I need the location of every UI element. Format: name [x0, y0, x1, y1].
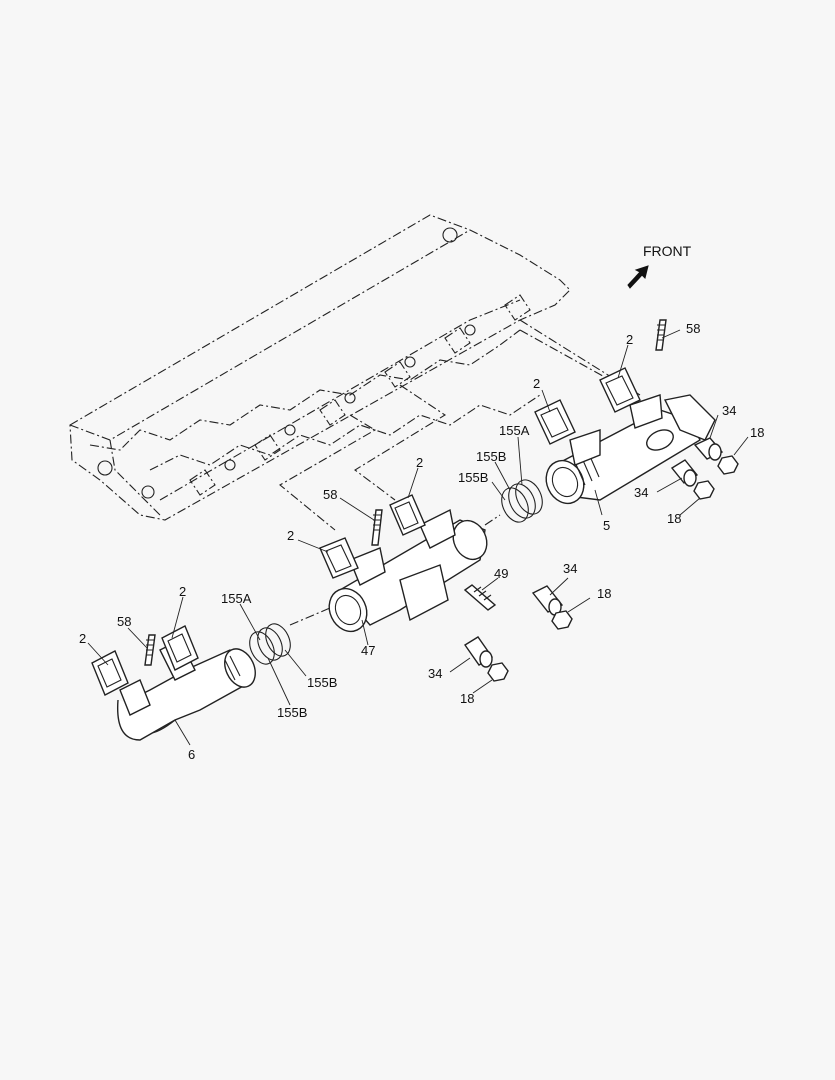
- callout-34-rear-a: 34: [722, 403, 736, 418]
- stud-58-top: [655, 319, 667, 351]
- callout-34-mid-a: 34: [563, 561, 577, 576]
- callout-155a-rear: 155A: [499, 423, 530, 438]
- stud-58-mid: [371, 509, 383, 546]
- callout-labels: 58 2 2 155A 155B 155B 34 18 34 18 5 2 58…: [79, 321, 764, 762]
- callout-34-rear-b: 34: [634, 485, 648, 500]
- callout-155b-rear-b: 155B: [458, 470, 488, 485]
- middle-gaskets: [319, 494, 426, 579]
- callout-155b-front-a: 155B: [307, 675, 337, 690]
- callout-18-rear-b: 18: [667, 511, 681, 526]
- leader-lines: [87, 329, 749, 746]
- rear-gaskets: [534, 367, 641, 445]
- callout-58-top: 58: [686, 321, 700, 336]
- callout-2-rear-b: 2: [533, 376, 540, 391]
- callout-6: 6: [188, 747, 195, 762]
- middle-spacers-and-nuts: [464, 585, 573, 682]
- callout-2-front-b: 2: [79, 631, 86, 646]
- stud-58-front: [144, 634, 156, 666]
- callout-18-rear-a: 18: [750, 425, 764, 440]
- front-indicator: FRONT: [627, 243, 692, 289]
- front-label: FRONT: [643, 243, 692, 259]
- callout-5: 5: [603, 518, 610, 533]
- callout-2-mid-a: 2: [416, 455, 423, 470]
- rear-manifold-part-5: [545, 394, 716, 505]
- callout-2-front-a: 2: [179, 584, 186, 599]
- middle-manifold-part-47: [328, 508, 488, 633]
- callout-2-mid-b: 2: [287, 528, 294, 543]
- callout-47: 47: [361, 643, 375, 658]
- callout-49: 49: [494, 566, 508, 581]
- front-arrow-icon: [627, 265, 649, 289]
- callout-155a-front: 155A: [221, 591, 252, 606]
- alignment-centerlines: [214, 319, 641, 701]
- cylinder-head-outline: [69, 214, 571, 521]
- rear-spacers-and-nuts: [670, 437, 739, 500]
- rear-seal-rings: [501, 479, 543, 523]
- callout-18-mid-b: 18: [460, 691, 474, 706]
- front-seal-rings: [249, 623, 291, 665]
- callout-18-mid-a: 18: [597, 586, 611, 601]
- callout-58-mid: 58: [323, 487, 337, 502]
- front-gaskets: [91, 625, 199, 696]
- callout-2-rear-a: 2: [626, 332, 633, 347]
- bolt-49: [463, 584, 497, 611]
- callout-155b-rear-a: 155B: [476, 449, 506, 464]
- callout-34-mid-b: 34: [428, 666, 442, 681]
- callout-155b-front-b: 155B: [277, 705, 307, 720]
- callout-58-front: 58: [117, 614, 131, 629]
